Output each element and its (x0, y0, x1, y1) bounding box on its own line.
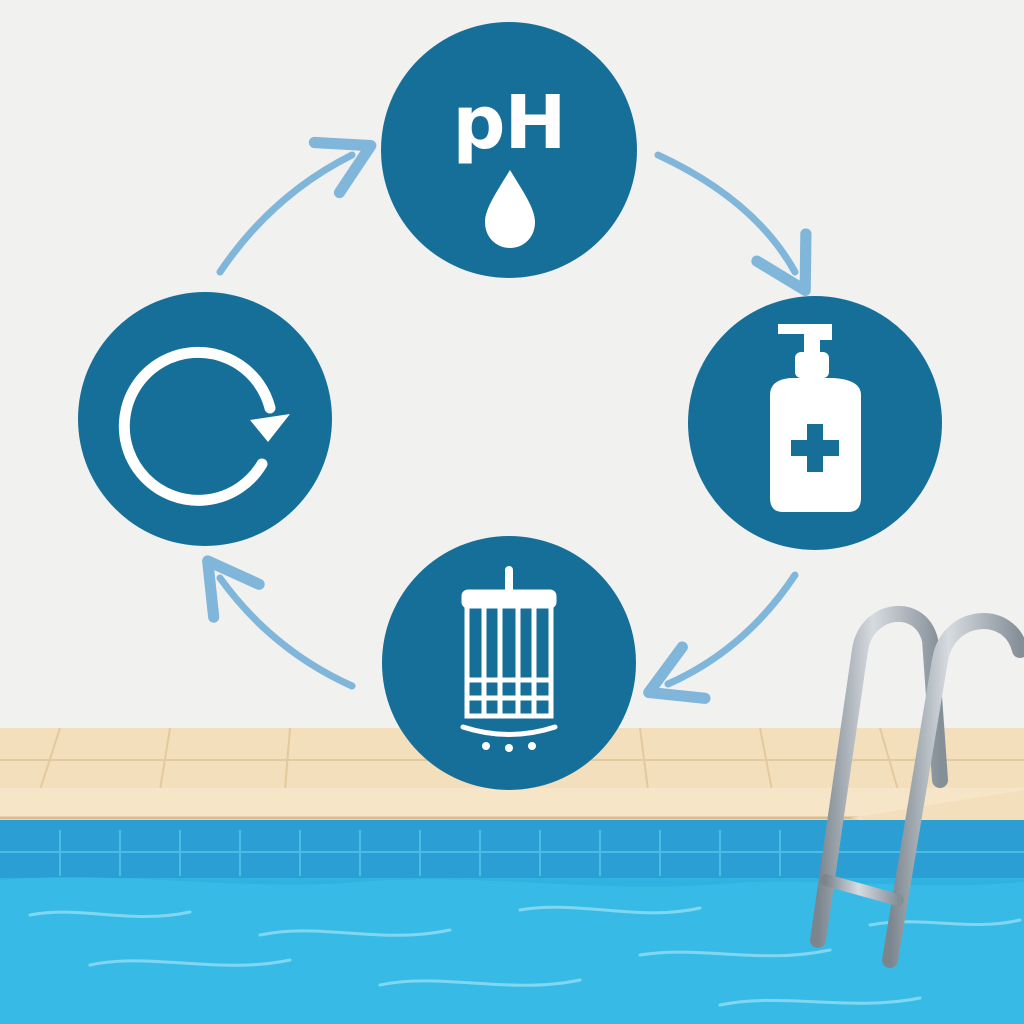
circulation-arrow-icon (118, 346, 290, 506)
ph-label: pH (452, 80, 567, 166)
filter-node-circle (382, 536, 636, 790)
sanitizer-bottle-icon (770, 324, 861, 512)
arrow-filter-to-circulate (202, 555, 356, 690)
arrow-ph-to-sanitize (654, 151, 812, 296)
arrow-circulate-to-ph (216, 136, 377, 276)
circulate-node-circle (78, 292, 332, 546)
arrow-sanitize-to-filter (643, 571, 799, 704)
filter-cartridge-icon (460, 566, 558, 752)
ph-drop-icon (485, 170, 535, 248)
pool-ladder (810, 605, 1024, 968)
pool-water (0, 820, 1024, 1024)
ph-node-circle (381, 22, 637, 278)
cycle-arrows (202, 136, 812, 704)
